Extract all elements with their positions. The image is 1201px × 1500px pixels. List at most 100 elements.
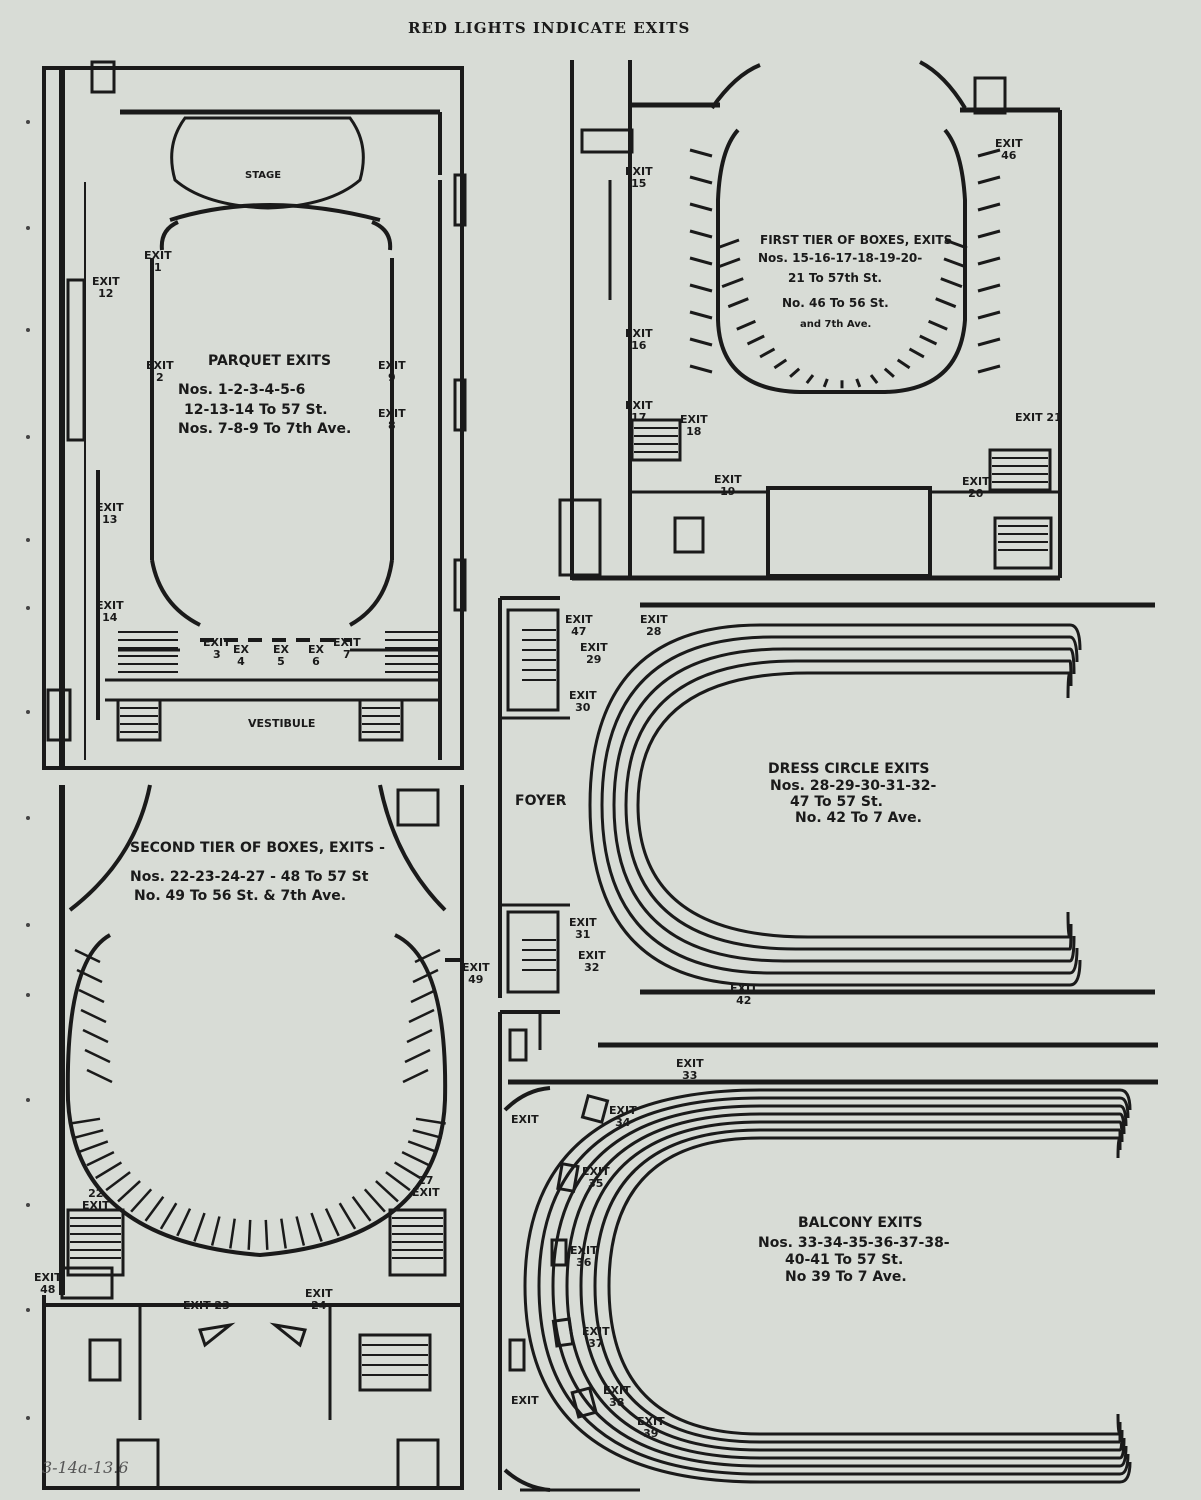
box-row [351,1195,372,1222]
balcony-track-end [1119,1445,1128,1468]
box-row [415,1117,446,1125]
box-row [74,948,101,964]
box-partition [689,148,713,158]
box-row [210,1216,221,1246]
balcony-track-end [1119,1120,1124,1143]
box-partition [689,202,713,212]
box-partition [896,358,911,370]
box-partition [689,337,713,347]
box-partition [935,297,957,309]
balcony-track-end [1119,1461,1132,1484]
balcony-track [593,1128,1120,1444]
exit-unnumbered-bottom: EXIT [511,1394,539,1407]
dress-circle-line1: Nos. 28-29-30-31-32- [770,778,937,794]
dress-circle-track-end [1068,923,1073,951]
box-partition [944,238,968,250]
box-partition [716,238,740,250]
box-row [338,1202,357,1230]
dress-circle-track-end [1069,623,1082,651]
box-row [193,1212,206,1242]
dress-circle-track-end [1066,671,1072,699]
first-tier-line2: 21 To 57th St. [788,271,882,285]
box-row [393,1161,421,1180]
box-row [407,1140,437,1153]
parquet-plan [42,60,467,770]
first-tier-line3: No. 46 To 56 St. [782,296,889,310]
binding-holes [26,120,30,1420]
dress-circle-track [600,635,1070,975]
dress-circle-track [624,659,1070,951]
dress-circle-track [612,647,1070,963]
box-partition [773,358,788,370]
box-partition [689,256,713,266]
box-row [86,1068,113,1084]
dress-circle-track-end [1069,959,1082,987]
box-partition [919,334,938,346]
box-partition [805,374,815,385]
balcony-track [551,1104,1120,1468]
balcony-track-end [1119,1453,1130,1476]
balcony-track-end [1119,1088,1132,1111]
balcony-track-end [1116,1413,1121,1436]
box-partition [689,364,713,374]
box-row [385,1171,411,1192]
box-row [80,1008,107,1024]
exit-23: EXIT 23 [183,1299,230,1312]
box-partition [928,319,948,331]
balcony-track-end [1119,1096,1130,1119]
balcony-track [537,1096,1120,1476]
balcony-track-end [1119,1112,1126,1135]
box-partition [977,148,1001,158]
box-row [402,1068,429,1084]
box-row [70,1117,101,1125]
box-partition [977,337,1001,347]
balcony-plan [498,1010,1158,1492]
box-partition [977,175,1001,185]
first-tier-plan [558,60,1062,581]
second-tier-line1: Nos. 22-23-24-27 - 48 To 57 St [130,869,369,885]
box-partition [977,229,1001,239]
first-tier-line1: Nos. 15-16-17-18-19-20- [758,251,923,265]
balcony-line2: 40-41 To 57 St. [785,1252,904,1268]
box-row [130,1188,153,1213]
box-row [76,968,103,984]
box-partition [869,374,879,385]
box-partition [759,347,776,359]
box-partition [977,310,1001,320]
balcony-line3: No 39 To 7 Ave. [785,1269,907,1285]
box-partition [822,378,829,388]
dress-circle-plan [498,596,1155,998]
box-partition [855,378,862,388]
box-row [86,1150,115,1167]
parquet-line2: 12-13-14 To 57 St. [184,402,328,418]
box-row [324,1208,340,1237]
box-partition [908,347,925,359]
box-partition [789,367,801,378]
dress-circle-track-end [1066,911,1072,939]
exit-unnumbered-top: EXIT [511,1113,539,1126]
